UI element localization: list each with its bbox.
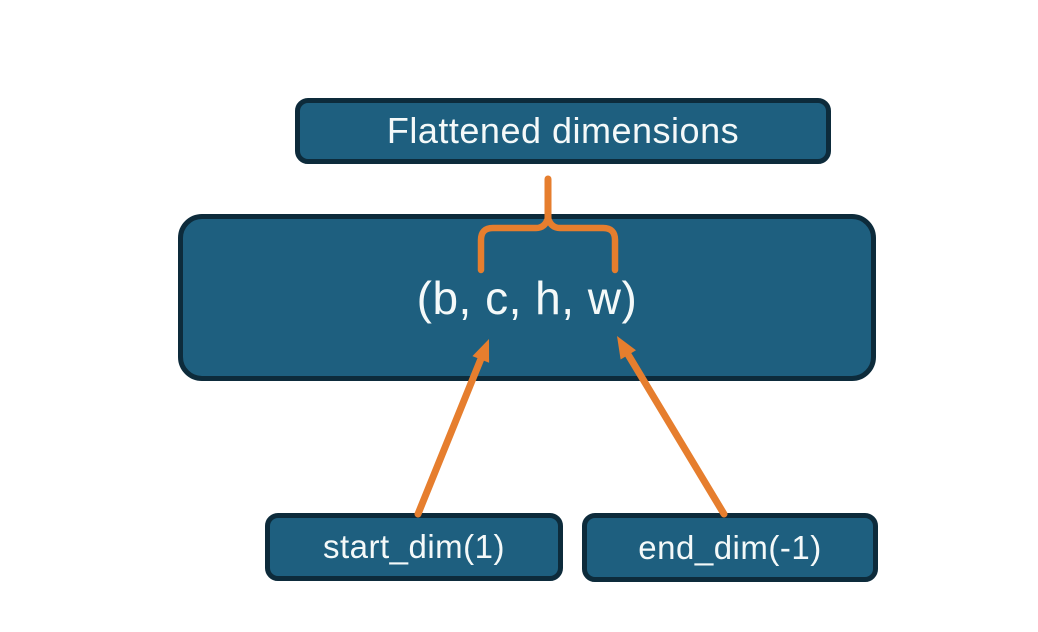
tensor-shape-box: (b, c, h, w) xyxy=(178,214,876,381)
flattened-dimensions-label: Flattened dimensions xyxy=(386,110,740,151)
start-dim-box: start_dim(1) xyxy=(265,513,563,581)
tensor-shape-label: (b, c, h, w) xyxy=(416,271,638,324)
start-dim-label: start_dim(1) xyxy=(322,528,506,565)
end-dim-label: end_dim(-1) xyxy=(638,528,822,566)
flattened-dimensions-box: Flattened dimensions xyxy=(295,98,831,164)
start-dim-arrow-line xyxy=(414,355,485,518)
end-dim-box: end_dim(-1) xyxy=(582,513,878,582)
